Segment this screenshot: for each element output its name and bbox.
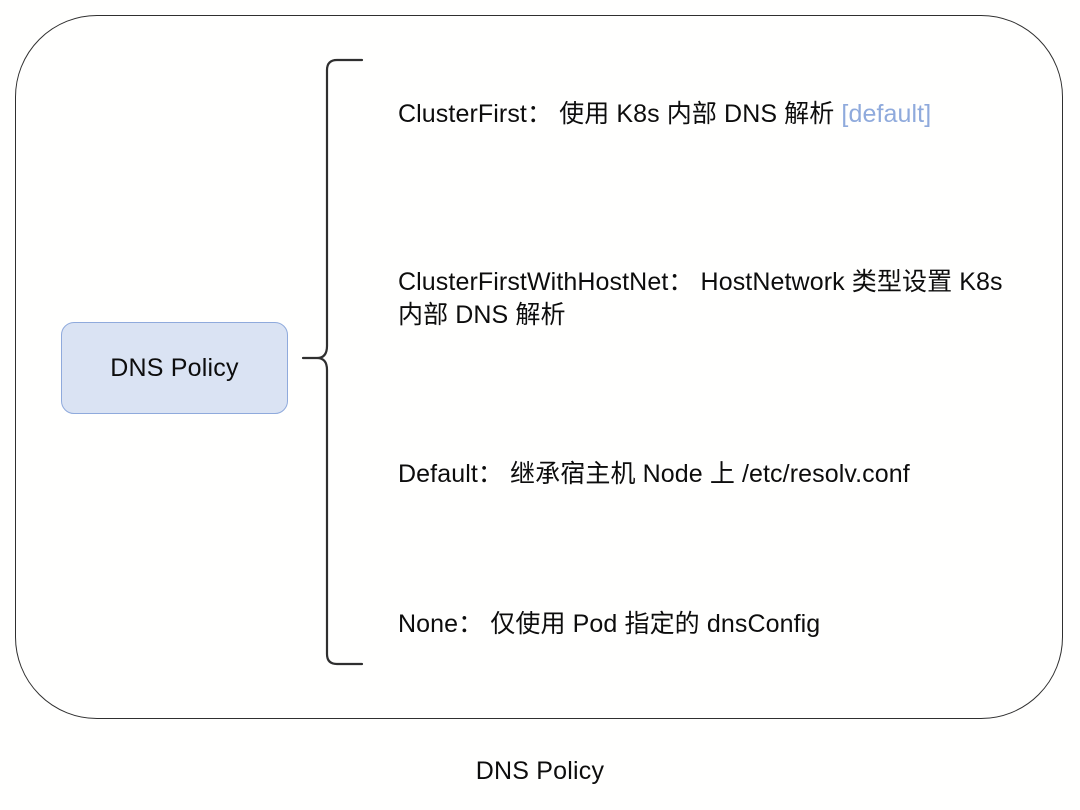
curly-brace-connector	[301, 58, 364, 666]
branch-label-cluster-first-with-host-net: ClusterFirstWithHostNet： HostNetwork 类型设…	[398, 268, 1010, 329]
branch-item-cluster-first-with-host-net: ClusterFirstWithHostNet： HostNetwork 类型设…	[398, 266, 1008, 332]
branch-item-default: Default： 继承宿主机 Node 上 /etc/resolv.conf	[398, 458, 998, 491]
figure-caption: DNS Policy	[475, 757, 605, 785]
branch-note-default-badge: [default]	[841, 100, 932, 128]
branch-label-default: Default： 继承宿主机 Node 上 /etc/resolv.conf	[398, 460, 910, 488]
diagram-outer-frame	[15, 15, 1063, 719]
branch-item-none: None： 仅使用 Pod 指定的 dnsConfig	[398, 608, 958, 641]
branch-label-none: None： 仅使用 Pod 指定的 dnsConfig	[398, 610, 821, 638]
root-node-dns-policy[interactable]: DNS Policy	[61, 322, 288, 414]
branch-item-cluster-first: ClusterFirst： 使用 K8s 内部 DNS 解析 [default]	[398, 98, 1018, 131]
root-node-label: DNS Policy	[110, 353, 239, 382]
branch-label-cluster-first: ClusterFirst： 使用 K8s 内部 DNS 解析	[398, 100, 842, 128]
